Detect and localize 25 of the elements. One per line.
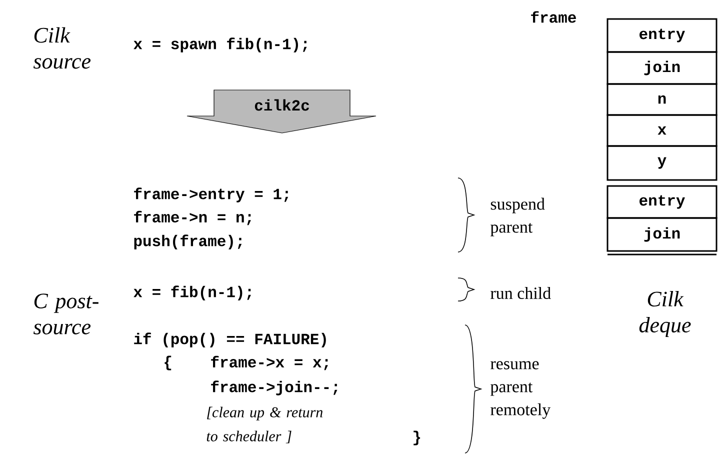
brace-label: resume parent remotely (490, 361, 551, 419)
code-line: frame->entry = 1; (134, 188, 288, 202)
code-line: if (pop() == FAILURE) (134, 332, 326, 348)
table-cell: join (606, 51, 718, 85)
brace-label: suspend parent (490, 198, 545, 236)
side-heading: C post-source (33, 294, 98, 334)
code-line: } (414, 430, 420, 446)
table-cell: n (606, 83, 718, 116)
frame-label: frame (531, 11, 576, 23)
code-line: frame->n = n; (134, 210, 251, 226)
code-line: { (164, 356, 172, 370)
comment-text: [clean up & return to scheduler ] (206, 406, 323, 444)
table-cell: entry (606, 185, 718, 219)
table-cell: join (606, 217, 718, 252)
table-cell: x (606, 114, 718, 147)
table-cell: y (606, 145, 718, 181)
code-line: x = fib(n-1); (134, 286, 251, 300)
side-heading: Cilk deque (639, 291, 691, 337)
table-cell: entry (606, 18, 718, 53)
code-line: frame->join--; (211, 380, 338, 396)
code-line: x = spawn fib(n-1); (134, 38, 307, 52)
code-line: push(frame); (134, 234, 242, 250)
code-line: frame->x = x; (211, 356, 328, 370)
brace-label: run child (490, 287, 551, 299)
side-heading: Cilk source (33, 27, 91, 69)
